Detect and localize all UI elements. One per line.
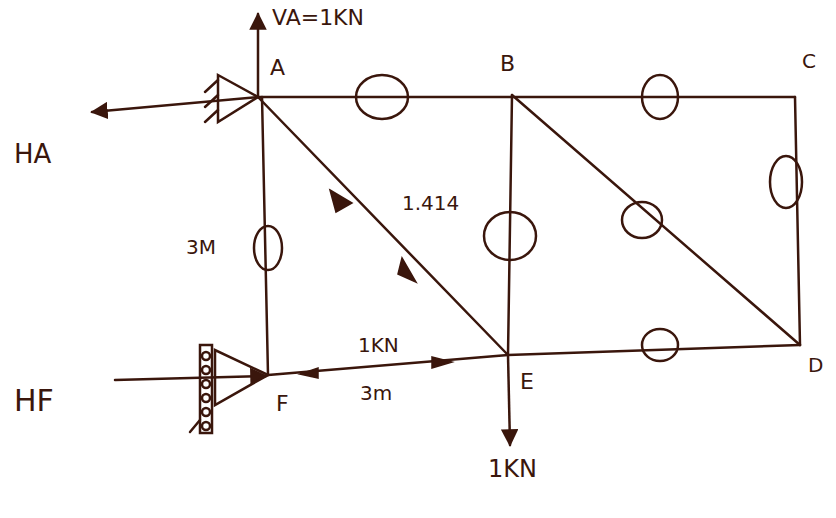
truss-line xyxy=(190,420,200,432)
label-holder: VA=1KN xyxy=(272,6,364,30)
truss-line xyxy=(622,202,662,238)
label-holder: HA xyxy=(14,140,51,169)
truss-line xyxy=(398,258,416,282)
label-holder: A xyxy=(270,56,285,80)
truss-line xyxy=(432,357,452,368)
truss-line xyxy=(215,350,268,405)
truss-line xyxy=(642,329,678,361)
label-holder: B xyxy=(500,52,515,76)
truss-line xyxy=(795,97,800,345)
truss-line xyxy=(512,95,800,345)
truss-line xyxy=(330,190,352,212)
truss-line xyxy=(262,97,268,375)
label-holder: C xyxy=(802,50,816,72)
reaction-label: HF xyxy=(14,384,54,417)
dimension-label: 3M xyxy=(186,236,216,258)
truss-line xyxy=(258,96,795,99)
joint-label: B xyxy=(500,52,515,76)
truss-line xyxy=(258,97,508,355)
joint-label: A xyxy=(270,56,285,80)
dimension-label: 3m xyxy=(360,382,392,404)
joint-label: D xyxy=(808,354,823,376)
truss-line xyxy=(218,75,258,122)
reaction-label: HA xyxy=(14,140,51,169)
joint-label: E xyxy=(520,370,534,394)
truss-line xyxy=(300,368,318,378)
truss-line xyxy=(257,14,260,97)
truss-line xyxy=(202,380,210,388)
truss-line xyxy=(642,75,678,119)
truss-line xyxy=(202,394,210,402)
label-holder: 3m xyxy=(360,382,392,404)
truss-line xyxy=(254,226,282,270)
truss-line xyxy=(115,376,266,380)
load-label: 1KN xyxy=(488,456,537,482)
joint-label: F xyxy=(276,392,289,416)
member-force: 1.414 xyxy=(402,192,459,214)
label-holder: E xyxy=(520,370,534,394)
truss-line xyxy=(508,345,800,355)
label-holder: F xyxy=(276,392,289,416)
label-holder: 1KN xyxy=(488,456,537,482)
truss-line xyxy=(92,14,802,445)
truss-line xyxy=(202,408,210,416)
label-holder: D xyxy=(808,354,823,376)
member-force: 1KN xyxy=(358,334,399,356)
truss-line xyxy=(356,75,408,119)
label-holder: 3M xyxy=(186,236,216,258)
truss-line xyxy=(202,366,210,374)
truss-line xyxy=(92,97,258,112)
truss-line xyxy=(205,95,218,107)
truss-line xyxy=(508,95,512,355)
truss-line xyxy=(202,352,210,360)
label-holder: HF xyxy=(14,384,54,417)
truss-line xyxy=(200,345,212,433)
joint-label: C xyxy=(802,50,816,72)
truss-line xyxy=(202,422,210,430)
reaction-label: VA=1KN xyxy=(272,6,364,30)
label-holder: 1KN xyxy=(358,334,399,356)
truss-line xyxy=(205,80,218,92)
truss-line xyxy=(770,156,802,208)
truss-line xyxy=(205,110,218,122)
truss-line xyxy=(508,355,510,445)
truss-line xyxy=(484,212,536,260)
label-holder: 1.414 xyxy=(402,192,459,214)
